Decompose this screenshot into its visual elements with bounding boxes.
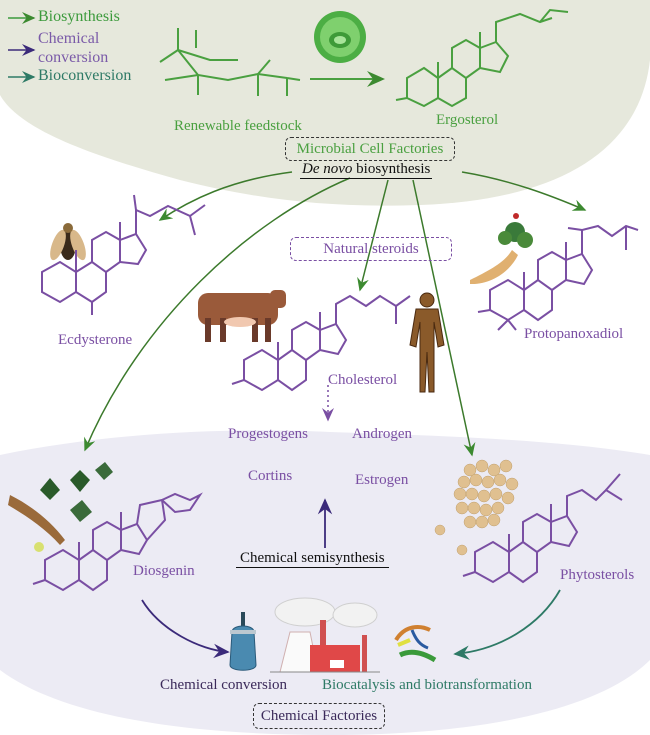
biocatalysis-label: Biocatalysis and biotransformation <box>322 677 532 693</box>
chemical-conversion-arrow <box>141 599 230 659</box>
enzyme-protein-icon <box>394 625 437 663</box>
protopanaxadiol-structure <box>477 224 639 331</box>
microbial-factory-background <box>0 0 650 206</box>
legend-chemical-conversion: Chemical conversion <box>38 30 109 66</box>
ecdysterone-label: Ecdysterone <box>58 332 133 348</box>
de-novo-biosynthesis-label: De novo biosynthesis <box>300 161 433 179</box>
legend-biosynthesis: Biosynthesis <box>38 8 120 25</box>
diosgenin-structure <box>32 492 203 592</box>
hormone-androgen: Androgen <box>352 426 412 442</box>
hormone-cortins: Cortins <box>248 468 293 484</box>
microbial-cell-factories-label: Microbial Cell Factories <box>296 141 444 157</box>
chemical-factories-label: Chemical Factories <box>260 708 378 724</box>
human-icon <box>409 292 445 393</box>
ergosterol-structure <box>395 8 569 108</box>
phytosterols-structure <box>462 473 623 584</box>
fly-icon <box>50 223 86 261</box>
reactor-icon <box>229 612 257 671</box>
natural-steroids-box: Natural steroids <box>290 237 452 261</box>
biosynthesis-text: biosynthesis <box>352 161 431 177</box>
dioscorea-plant-icon <box>8 462 113 552</box>
bioconversion-arrow <box>453 589 561 660</box>
ergosterol-label: Ergosterol <box>436 112 499 128</box>
cow-icon <box>198 290 286 342</box>
chemical-factories-box: Chemical Factories <box>253 703 385 729</box>
factory-icon <box>270 597 380 673</box>
hormone-progestogens: Progestogens <box>228 426 308 442</box>
ginseng-icon <box>470 213 533 285</box>
arrow-to-ecdysterone <box>158 171 293 221</box>
microbial-cell-icon <box>314 11 366 63</box>
microbial-cell-factories-box: Microbial Cell Factories <box>285 137 455 161</box>
glucose-structure <box>159 28 301 96</box>
cholesterol-structure <box>231 294 411 392</box>
diosgenin-label: Diosgenin <box>133 563 195 579</box>
natural-steroids-label: Natural steroids <box>323 241 419 257</box>
renewable-feedstock-label: Renewable feedstock <box>174 118 302 134</box>
legend-bioconversion: Bioconversion <box>38 67 132 84</box>
arrow-to-protopanaxadiol <box>461 171 587 211</box>
chemical-conversion-label: Chemical conversion <box>160 677 288 693</box>
arrow-to-diosgenin <box>84 177 351 452</box>
de-novo-italic: De novo <box>302 161 353 177</box>
hormone-estrogen: Estrogen <box>355 472 409 488</box>
ecdysterone-structure <box>41 194 206 315</box>
chemical-semisynthesis-label: Chemical semisynthesis <box>236 550 389 568</box>
arrow-to-phytosterols <box>412 179 476 457</box>
protopanaxadiol-label: Protopanoxadiol <box>524 326 624 342</box>
cholesterol-label: Cholesterol <box>328 372 398 388</box>
soybeans-icon <box>434 459 519 556</box>
arrow-to-cholesterol <box>357 179 389 292</box>
phytosterols-label: Phytosterols <box>560 567 635 583</box>
